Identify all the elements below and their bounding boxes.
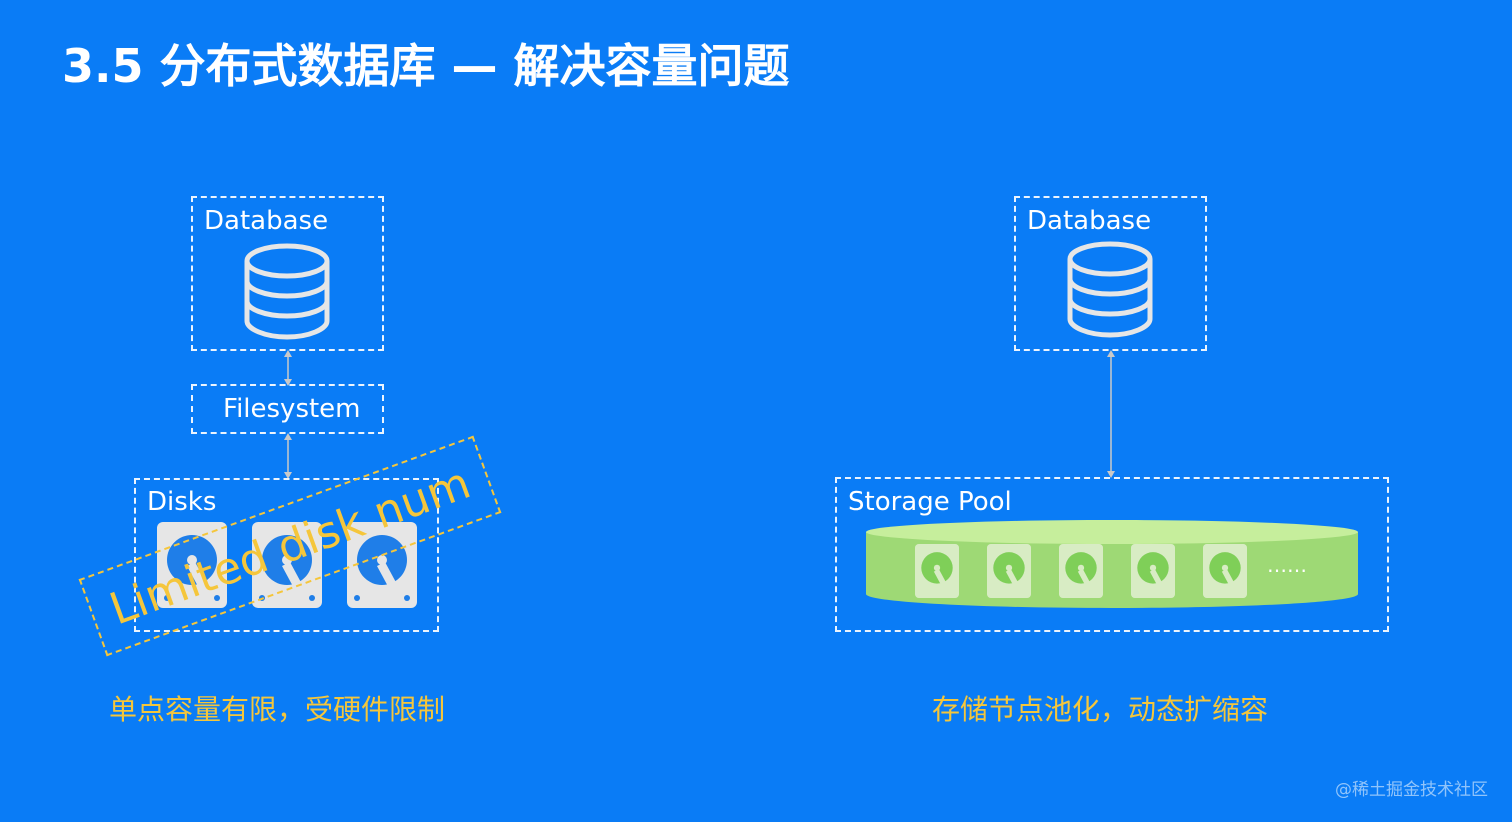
pooled-disk-icon — [1203, 543, 1247, 599]
pooled-disk-icon — [1059, 543, 1103, 599]
db-storage-pool-arrow — [1107, 350, 1115, 478]
right-database-label: Database — [1027, 206, 1152, 236]
pooled-disk-icon — [915, 543, 959, 599]
left-database-label: Database — [204, 206, 329, 236]
watermark: @稀土掘金技术社区 — [1335, 780, 1488, 800]
left-caption: 单点容量有限，受硬件限制 — [109, 693, 446, 726]
filesystem-box — [191, 384, 384, 434]
storage-pool-label: Storage Pool — [848, 487, 1012, 517]
right-caption: 存储节点池化，动态扩缩容 — [932, 693, 1269, 726]
database-icon — [1067, 241, 1153, 338]
storage-pool-box — [835, 477, 1389, 632]
filesystem-label: Filesystem — [223, 394, 361, 424]
pooled-disk-icon — [987, 543, 1031, 599]
hard-disk-icon — [157, 522, 227, 608]
more-disks-indicator: …… — [1267, 553, 1307, 577]
pooled-disk-icon — [1131, 543, 1175, 599]
hard-disk-icon — [252, 522, 322, 608]
filesystem-disks-arrow — [284, 433, 292, 479]
hard-disk-icon — [347, 522, 417, 608]
db-filesystem-arrow — [284, 350, 292, 386]
disks-label: Disks — [147, 487, 217, 517]
left-database-box — [191, 196, 384, 351]
slide-title: 3.5 分布式数据库 — 解决容量问题 — [62, 39, 790, 93]
database-icon — [244, 243, 330, 340]
disks-box — [134, 478, 439, 632]
right-database-box — [1014, 196, 1207, 351]
